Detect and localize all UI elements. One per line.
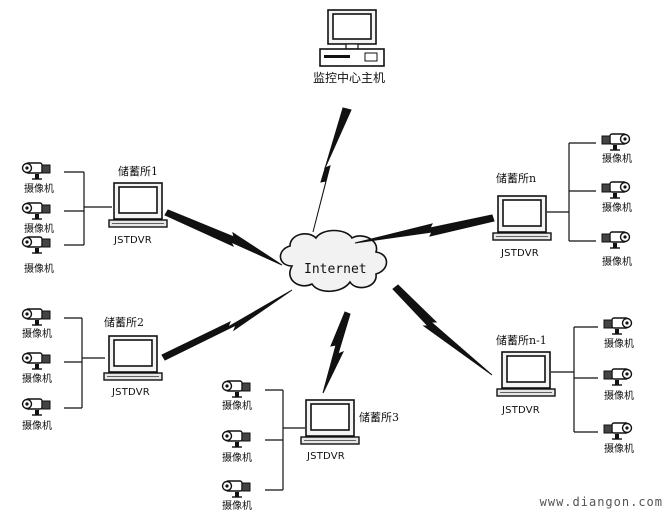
site2-camera-3-icon — [21, 398, 51, 416]
site3-dvr-label: JSTDVR — [307, 451, 345, 462]
site1-camera-2-label: 摄像机 — [24, 224, 54, 235]
link-siten-lightning-icon — [354, 214, 495, 244]
siten-dvr-label: JSTDVR — [501, 248, 539, 259]
link-site2-lightning-icon — [161, 289, 293, 361]
site2-camera-3-label: 摄像机 — [22, 421, 52, 432]
site1-dvr-computer-icon — [108, 182, 168, 228]
site3-name: 储蓄所3 — [359, 411, 399, 424]
siten1-dvr-computer-icon — [496, 351, 556, 397]
site3-dvr-computer-icon — [300, 399, 360, 445]
internet-label: Internet — [304, 262, 367, 277]
site2-camera-2-label: 摄像机 — [22, 374, 52, 385]
site2-dvr-label: JSTDVR — [112, 387, 150, 398]
siten1-camera-2-label: 摄像机 — [604, 391, 634, 402]
site3-camera-1-label: 摄像机 — [222, 401, 252, 412]
siten-camera-2-label: 摄像机 — [602, 203, 632, 214]
link-site1-lightning-icon — [164, 209, 283, 266]
watermark: www.diangon.com — [539, 495, 663, 509]
site3-camera-2-label: 摄像机 — [222, 453, 252, 464]
siten1-dvr-label: JSTDVR — [502, 405, 540, 416]
site2-camera-1-icon — [21, 308, 51, 326]
host-label: 监控中心主机 — [313, 71, 386, 85]
siten-camera-1-label: 摄像机 — [602, 154, 632, 165]
host-computer-icon — [319, 9, 385, 67]
site3-camera-1-icon — [221, 380, 251, 398]
siten-camera-3-label: 摄像机 — [602, 257, 632, 268]
site2-dvr-computer-icon — [103, 335, 163, 381]
site2-name: 储蓄所2 — [104, 316, 144, 329]
siten-camera-1-icon — [602, 134, 630, 150]
siten1-camera-3-label: 摄像机 — [604, 444, 634, 455]
siten1-camera-1-label: 摄像机 — [604, 339, 634, 350]
site3-camera-2-icon — [221, 430, 251, 448]
internet-cloud-icon — [279, 229, 388, 293]
siten1-camera-2-icon — [604, 369, 632, 385]
siten-dvr-computer-icon — [492, 195, 552, 241]
siten1-camera-3-icon — [604, 423, 632, 439]
siten1-name: 储蓄所n-1 — [496, 334, 547, 347]
siten1-camera-1-icon — [604, 318, 632, 334]
site3-camera-3-label: 摄像机 — [222, 501, 252, 512]
siten-camera-3-icon — [602, 232, 630, 248]
site1-camera-3-label: 摄像机 — [24, 264, 54, 275]
siten-camera-2-icon — [602, 182, 630, 198]
site1-camera-1-label: 摄像机 — [24, 184, 54, 195]
link-site3-lightning-icon — [322, 311, 351, 394]
site1-camera-1-icon — [21, 162, 51, 180]
link-siten1-lightning-icon — [392, 284, 493, 376]
site1-name: 储蓄所1 — [118, 165, 158, 178]
siten-name: 储蓄所n — [496, 172, 537, 185]
link-host-lightning-icon — [312, 107, 352, 233]
site1-camera-3-icon — [21, 236, 51, 254]
site2-camera-1-label: 摄像机 — [22, 329, 52, 340]
site3-camera-3-icon — [221, 480, 251, 498]
site1-dvr-label: JSTDVR — [114, 235, 152, 246]
site2-camera-2-icon — [21, 352, 51, 370]
site1-camera-2-icon — [21, 202, 51, 220]
